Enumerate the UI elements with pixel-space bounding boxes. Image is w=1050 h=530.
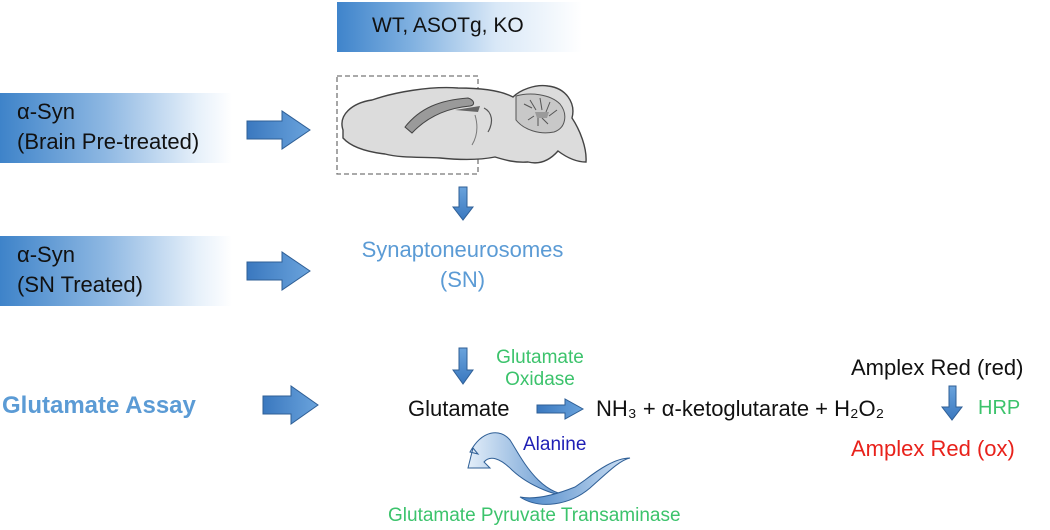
glutamate-oxidase-label: Glutamate Oxidase (490, 347, 590, 391)
brain-pretreated-line2: (Brain Pre-treated) (17, 129, 200, 154)
synaptoneurosomes-line1: Synaptoneurosomes (361, 237, 564, 262)
arrow-down-to-glutamate (452, 347, 474, 385)
synaptoneurosomes-line2: (SN) (439, 267, 486, 292)
arrow-down-hrp (940, 385, 964, 421)
arrow-right-brain (246, 110, 311, 150)
reaction-products: NH₃ + α-ketoglutarate + H₂O₂ (596, 396, 885, 421)
glutamate-assay-label: Glutamate Assay (2, 392, 196, 419)
amplex-red-reduced: Amplex Red (red) (851, 355, 1024, 380)
genotype-header: WT, ASOTg, KO (337, 2, 582, 52)
arrow-right-assay (262, 385, 319, 425)
sn-treated-line2: (SN Treated) (17, 272, 143, 297)
arrow-down-to-sn (451, 186, 475, 221)
brain-region-box (336, 75, 479, 175)
enzyme-line1: Glutamate (496, 347, 584, 368)
brain-pretreated-line1: α-Syn (17, 99, 75, 124)
sn-treated-box: α-Syn (SN Treated) (0, 236, 232, 306)
brain-illustration (341, 84, 587, 164)
alanine-label: Alanine (523, 434, 587, 455)
amplex-red-oxidized: Amplex Red (ox) (851, 436, 1015, 461)
enzyme-line2: Oxidase (505, 369, 575, 390)
transaminase-cycle-arrows (467, 432, 631, 505)
brain-pretreated-box: α-Syn (Brain Pre-treated) (0, 93, 232, 163)
transaminase-label: Glutamate Pyruvate Transaminase (388, 505, 681, 526)
hrp-label: HRP (978, 397, 1021, 419)
arrow-right-oxidase (536, 398, 585, 420)
synaptoneurosomes-label: Synaptoneurosomes (SN) (335, 237, 590, 293)
arrow-right-sn (246, 251, 311, 291)
sn-treated-line1: α-Syn (17, 242, 75, 267)
genotype-label: WT, ASOTg, KO (372, 14, 524, 37)
glutamate-substrate: Glutamate (408, 396, 510, 421)
